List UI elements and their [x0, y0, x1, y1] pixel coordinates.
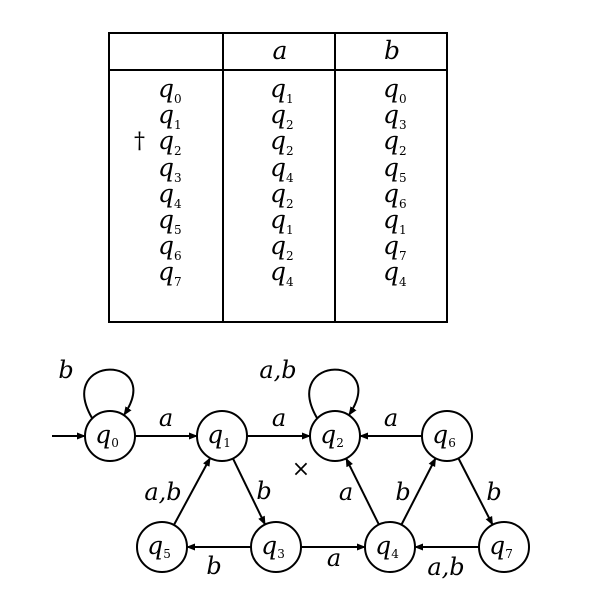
table-a-cell: q1 [270, 74, 294, 107]
state-node-q1 [196, 410, 248, 462]
edge-label: b [486, 478, 501, 506]
state-node-q0 [84, 410, 136, 462]
final-state-marker: × [292, 457, 310, 482]
table-state-cell: q7 [158, 257, 182, 290]
state-node-q5 [136, 521, 188, 573]
table-a-cell: q2 [270, 100, 294, 133]
table-b-cell: q1 [383, 205, 407, 238]
table-b-cell: q3 [383, 100, 407, 133]
edge-label: b [256, 477, 271, 505]
state-label: q3 [261, 531, 285, 561]
state-node-q2 [309, 410, 361, 462]
edge-label: a [327, 544, 341, 572]
table-a-cell: q2 [270, 126, 294, 159]
table-b-cell: q5 [383, 152, 407, 185]
table-header-b: b [383, 36, 400, 65]
table-state-cell: q6 [158, 231, 182, 264]
table-b-cell: q6 [383, 178, 407, 211]
table-b-cell: q4 [383, 257, 407, 290]
edge-label: a,b [427, 553, 464, 581]
edge-label: a [339, 478, 353, 506]
state-label: q2 [320, 420, 344, 450]
table-b-cell: q0 [383, 74, 407, 107]
state-label: q1 [207, 420, 231, 450]
table-a-cell: q2 [270, 178, 294, 211]
state-node-q6 [421, 410, 473, 462]
state-label: q6 [432, 420, 456, 450]
edge-label: a [384, 404, 398, 432]
edge-loop-q0 [83, 368, 135, 419]
table-state-cell: q1 [158, 100, 182, 133]
table-state-cell: q5 [158, 205, 182, 238]
edge-label: b [206, 552, 221, 580]
table-a-cell: q2 [270, 231, 294, 264]
table-b-cell: q2 [383, 126, 407, 159]
table-a-cell: q4 [270, 257, 294, 290]
table-column-divider [222, 34, 224, 321]
state-label: q5 [147, 531, 171, 561]
table-b-cell: q7 [383, 231, 407, 264]
edge-q1-q3 [232, 458, 266, 526]
edge-label: a,b [259, 356, 296, 384]
table-state-cell: q3 [158, 152, 182, 185]
edge-loop-q2 [308, 368, 360, 419]
start-state-marker: † [134, 129, 145, 155]
table-header-divider [110, 69, 446, 71]
table-header-a: a [272, 36, 288, 65]
edge-q4-q6 [400, 457, 437, 526]
edge-label: b [58, 356, 73, 384]
table-a-cell: q1 [270, 205, 294, 238]
edge-q5-q1 [173, 457, 211, 526]
edge-label: a,b [144, 478, 181, 506]
table-state-cell: q4 [158, 178, 182, 211]
state-node-q7 [478, 521, 530, 573]
table-a-cell: q4 [270, 152, 294, 185]
state-node-q4 [364, 521, 416, 573]
edge-label: b [395, 478, 410, 506]
table-state-cell: q0 [158, 74, 182, 107]
state-label: q4 [375, 531, 399, 561]
state-label: q0 [95, 420, 119, 450]
edge-q6-q7 [457, 457, 494, 526]
edge-label: a [159, 404, 173, 432]
state-node-q3 [250, 521, 302, 573]
table-state-cell: q2 [158, 126, 182, 159]
edge-label: a [272, 404, 286, 432]
state-label: q7 [489, 531, 513, 561]
edge-q4-q2 [345, 457, 380, 526]
table-column-divider [334, 34, 336, 321]
